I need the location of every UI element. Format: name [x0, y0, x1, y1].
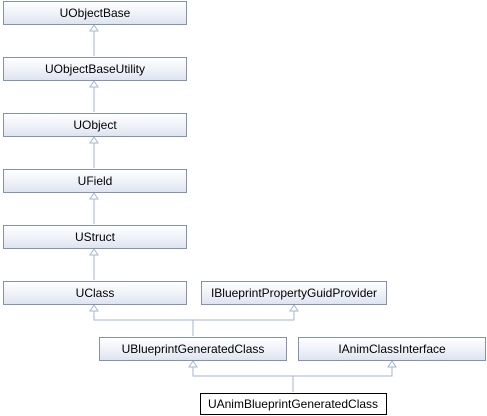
arrowhead: [89, 304, 99, 312]
node-box: [201, 281, 387, 305]
node-label: UStruct: [75, 230, 116, 244]
arrowhead: [89, 80, 99, 88]
edge-uanimblueprintgeneratedclass-to-ublueprintgeneratedclass: [192, 367, 294, 392]
arrowhead: [188, 360, 198, 368]
node-iblueprintpropertyguidprovider[interactable]: IBlueprintPropertyGuidProvider: [201, 281, 387, 305]
node-label: UField: [78, 174, 113, 188]
node-box: [3, 113, 187, 137]
arrowhead: [89, 248, 99, 256]
arrowhead: [387, 360, 397, 368]
node-ianimclassinterface[interactable]: IAnimClassInterface: [298, 337, 486, 361]
node-label: UAnimBlueprintGeneratedClass: [208, 397, 378, 411]
arrowhead: [89, 192, 99, 200]
node-box: [99, 337, 287, 361]
node-box: [3, 169, 187, 193]
node-ublueprintgeneratedclass[interactable]: UBlueprintGeneratedClass: [99, 337, 287, 361]
node-label: IAnimClassInterface: [338, 342, 446, 356]
node-box: [3, 1, 187, 25]
edges: [89, 24, 397, 392]
node-label: UObject: [73, 118, 117, 132]
arrowhead: [289, 304, 299, 312]
node-uanimblueprintgeneratedclass[interactable]: UAnimBlueprintGeneratedClass: [200, 393, 387, 415]
node-label: UBlueprintGeneratedClass: [122, 342, 265, 356]
node-label: IBlueprintPropertyGuidProvider: [211, 286, 377, 300]
arrowhead: [89, 24, 99, 32]
node-box: [298, 337, 486, 361]
node-label: UObjectBaseUtility: [45, 62, 145, 76]
node-box-current: [200, 393, 387, 415]
node-uobjectbase[interactable]: UObjectBase: [3, 1, 187, 25]
node-uclass[interactable]: UClass: [3, 281, 187, 305]
edge-uanimblueprintgeneratedclass-to-ianimclassinterface: [293, 367, 393, 377]
node-label: UObjectBase: [60, 6, 131, 20]
node-uobject[interactable]: UObject: [3, 113, 187, 137]
node-box: [3, 57, 187, 81]
edge-ublueprintgeneratedclass-to-uclass: [93, 311, 194, 336]
node-box: [3, 225, 187, 249]
node-label: UClass: [76, 286, 115, 300]
node-ustruct[interactable]: UStruct: [3, 225, 187, 249]
node-box: [3, 281, 187, 305]
node-uobjectbaseutility[interactable]: UObjectBaseUtility: [3, 57, 187, 81]
node-ufield[interactable]: UField: [3, 169, 187, 193]
arrowhead: [89, 136, 99, 144]
edge-ublueprintgeneratedclass-to-iblueprintpropertyguidprovider: [193, 311, 295, 321]
